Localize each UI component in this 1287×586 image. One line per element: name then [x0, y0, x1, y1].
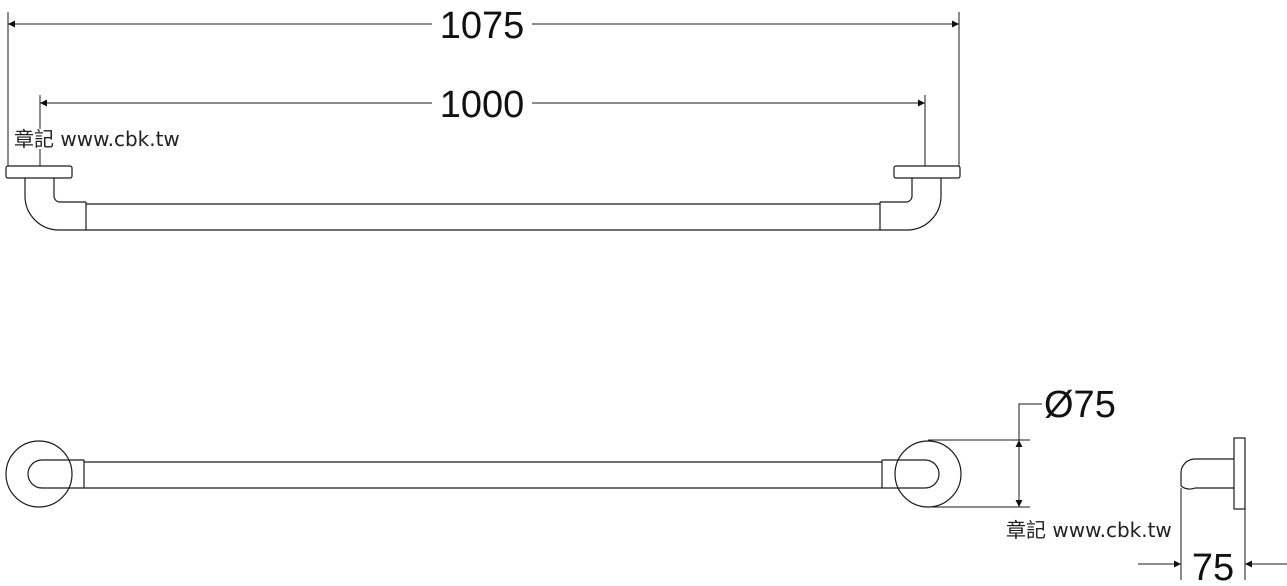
dimension-bar-length: 1000 — [40, 84, 925, 126]
dimension-label-1075: 1075 — [440, 5, 525, 47]
dimension-flange-diameter: Ø75 — [928, 384, 1116, 508]
towel-bar-front-view — [5, 440, 962, 508]
dimension-label-75: 75 — [1192, 547, 1234, 586]
towel-bar-top-view — [5, 165, 961, 231]
dimension-label-diameter: Ø75 — [1044, 384, 1116, 426]
dimension-label-1000: 1000 — [440, 84, 525, 126]
watermark-top: 章記 www.cbk.tw — [14, 127, 180, 151]
dimension-projection: 75 — [1138, 488, 1287, 586]
dimension-overall-length: 1075 — [8, 5, 959, 47]
watermark-bottom: 章記 www.cbk.tw — [1006, 518, 1172, 542]
towel-bar-side-view — [1180, 437, 1246, 510]
